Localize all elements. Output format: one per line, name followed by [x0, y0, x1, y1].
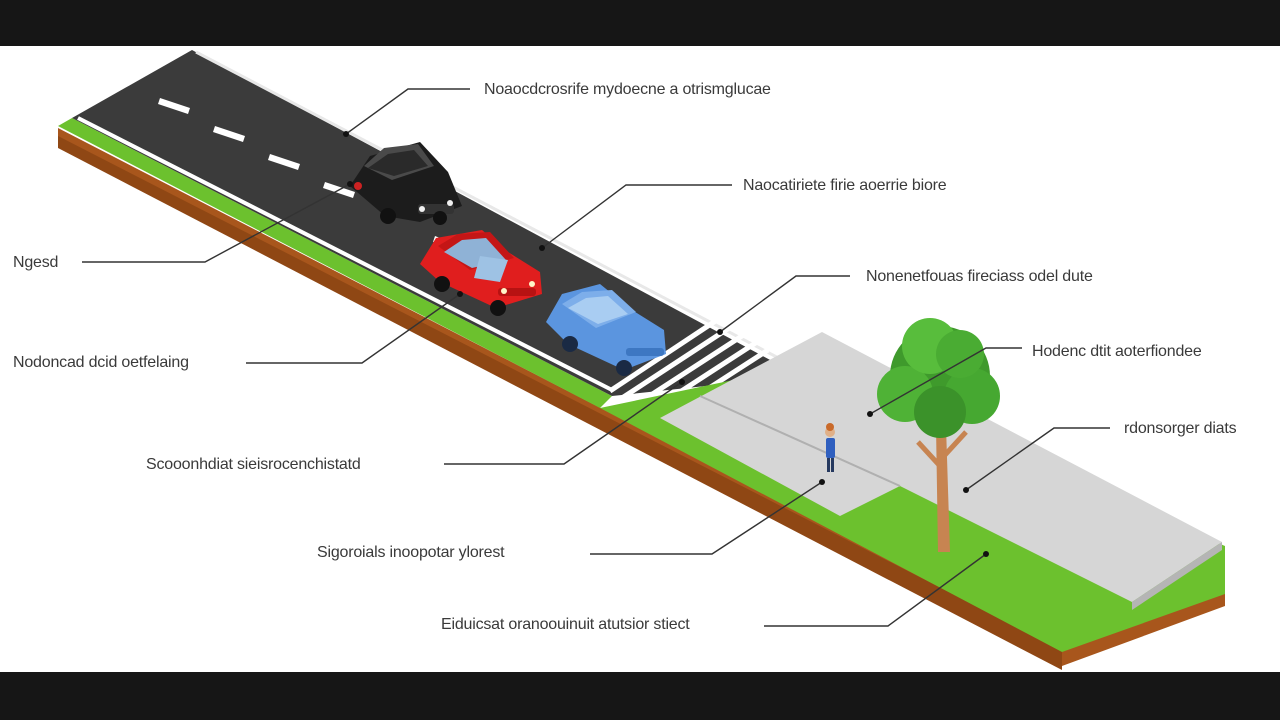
sidewalk-edge	[1132, 542, 1222, 610]
pedestrian-icon	[825, 423, 835, 472]
leader-lines	[82, 88, 1110, 627]
soil-front-face	[58, 136, 1062, 670]
sidewalk-curb-line	[699, 395, 901, 487]
tree-icon	[877, 318, 1000, 552]
label-edge: Ngesd	[13, 254, 59, 271]
car-red-icon	[420, 230, 542, 316]
road-edge-line-left	[77, 116, 613, 392]
grass-edge-left	[58, 118, 612, 408]
label-traffic-lane: Naocatiriete firie aoerrie biore	[743, 177, 947, 194]
car-black-icon	[350, 142, 462, 225]
road-edge-line-right	[195, 50, 791, 366]
label-crosswalk-edge: Nonenetfouas fireciass odel dute	[866, 268, 1093, 285]
car-blue-icon	[546, 284, 666, 376]
diagram-canvas: Noaocdcrosrife mydoecne a otrismglucae N…	[0, 46, 1280, 672]
label-crosswalk: Scooonhdiat sieisrocenchistatd	[146, 456, 361, 473]
label-road-surface: Noaocdcrosrife mydoecne a otrismglucae	[484, 81, 771, 98]
label-grass-verge: Eiduicsat oranoouinuit atutsior stiect	[441, 616, 690, 633]
letterbox-bottom	[0, 672, 1280, 720]
label-road-edge: Nodoncad dcid oetfelaing	[13, 354, 189, 371]
street-cross-section	[58, 50, 1225, 670]
label-sidewalk: rdonsorger diats	[1124, 420, 1237, 437]
label-pedestrian-path: Sigoroials inoopotar ylorest	[317, 544, 505, 561]
label-tree: Hodenc dtit aoterfiondee	[1032, 343, 1202, 360]
leader-dots	[343, 131, 989, 557]
letterbox-top	[0, 0, 1280, 46]
